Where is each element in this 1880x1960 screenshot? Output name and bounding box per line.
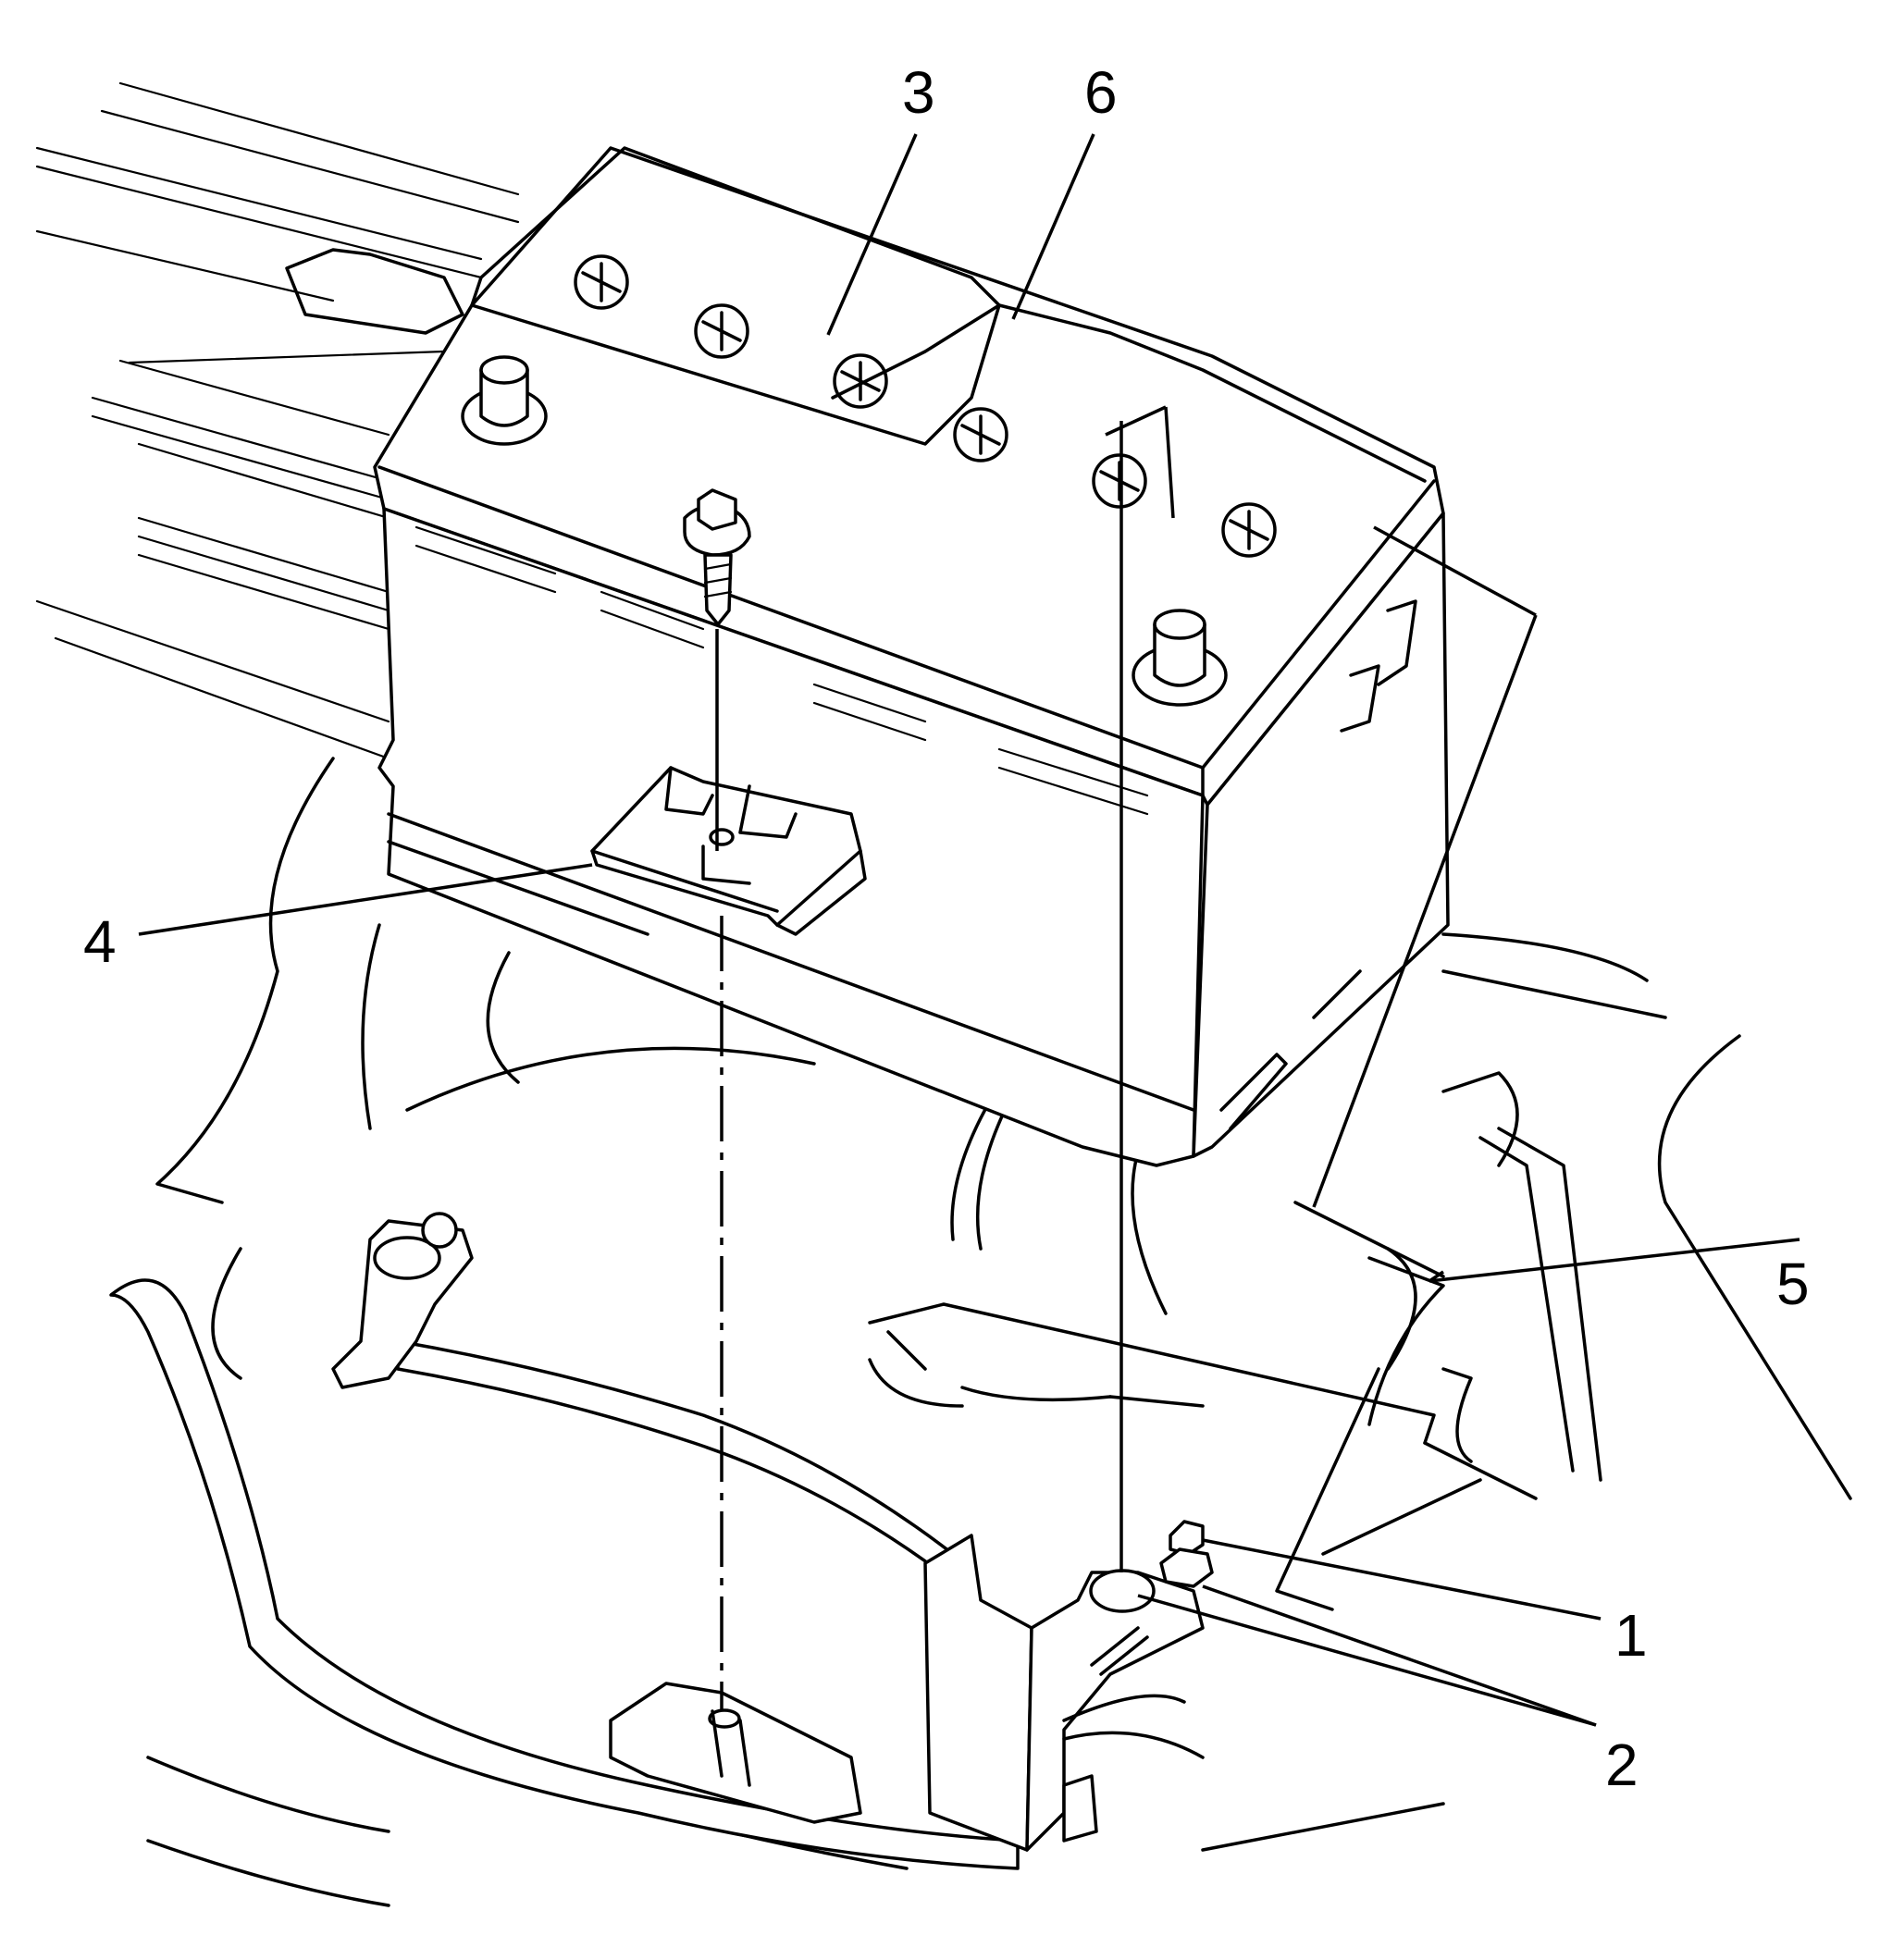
callout-label-1: 1 bbox=[1614, 1602, 1648, 1669]
battery-side-detail bbox=[387, 525, 1417, 1130]
callout-leaders bbox=[138, 133, 1800, 1727]
hold-down-bracket bbox=[923, 1520, 1214, 1852]
battery-tray bbox=[868, 1025, 1602, 1611]
battery-terminals bbox=[461, 355, 1228, 707]
tray-mount-block bbox=[609, 1682, 862, 1824]
callout-label-2: 2 bbox=[1605, 1732, 1639, 1798]
callout-label-6: 6 bbox=[1084, 59, 1118, 126]
installation-path-lines bbox=[715, 405, 1175, 1711]
callout-label-3: 3 bbox=[902, 59, 935, 126]
vent-caps bbox=[574, 254, 1277, 558]
cable-harness bbox=[109, 1212, 1020, 1870]
battery bbox=[373, 146, 1450, 1167]
background-structure-right bbox=[1423, 932, 1852, 1500]
bolt bbox=[683, 488, 751, 626]
callout-label-4: 4 bbox=[83, 908, 117, 975]
background-panel-lines bbox=[35, 81, 520, 760]
retainer-clamp bbox=[590, 766, 867, 936]
callout-label-5: 5 bbox=[1776, 1251, 1810, 1317]
callout-labels: 3 6 4 5 1 2 bbox=[83, 59, 1810, 1798]
